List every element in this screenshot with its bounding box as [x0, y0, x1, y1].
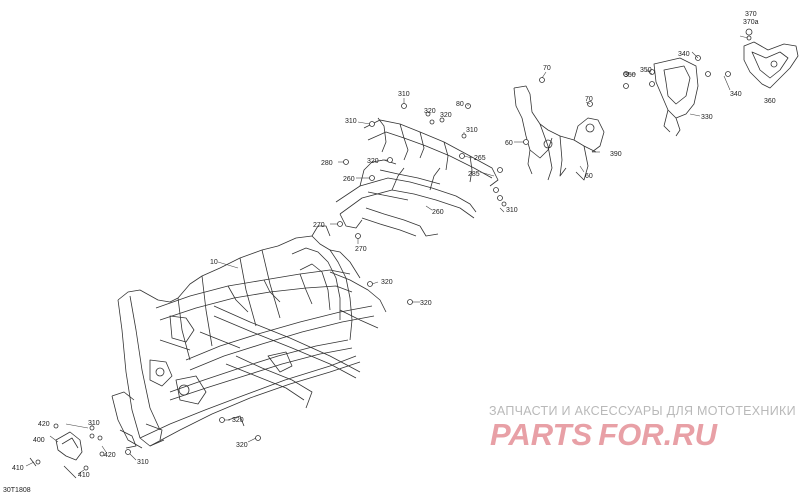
label-370a: 370a — [743, 19, 759, 26]
label-310-b: 310 — [345, 118, 357, 125]
watermark-caption: ЗАПЧАСТИ И АКСЕССУАРЫ ДЛЯ МОТОТЕХНИКИ — [489, 404, 796, 418]
sub-frame — [335, 117, 499, 237]
label-260-b: 260 — [432, 209, 444, 216]
label-310-f: 310 — [137, 459, 149, 466]
label-285: 285 — [468, 171, 480, 178]
bracket-360 — [743, 41, 799, 89]
label-320-b: 320 — [440, 112, 452, 119]
fasteners — [29, 28, 753, 479]
label-310-a: 310 — [398, 91, 410, 98]
label-340-top: 340 — [678, 51, 690, 58]
label-60-a: 60 — [505, 140, 513, 147]
plate-330 — [653, 57, 699, 137]
label-310-c: 310 — [466, 127, 478, 134]
label-60-b: 60 — [585, 173, 593, 180]
label-310-d: 310 — [506, 207, 518, 214]
label-420-b: 420 — [104, 452, 116, 459]
label-320-f: 320 — [232, 417, 244, 424]
label-320-g: 320 — [236, 442, 248, 449]
leader-lines — [25, 35, 749, 475]
label-270-a: 270 — [313, 222, 325, 229]
rear-bracket-390 — [513, 85, 605, 181]
label-350-a: 350 — [624, 72, 636, 79]
label-330: 330 — [701, 114, 713, 121]
bracket-400 — [55, 431, 83, 461]
label-340-right: 340 — [730, 91, 742, 98]
label-320-a: 320 — [424, 108, 436, 115]
label-350-b: 350 — [640, 67, 652, 74]
label-260-a: 260 — [343, 176, 355, 183]
label-320-d: 320 — [381, 279, 393, 286]
label-310-e: 310 — [88, 420, 100, 427]
label-70-b: 70 — [585, 96, 593, 103]
label-10: 10 — [210, 259, 218, 266]
main-frame — [111, 225, 387, 449]
label-400: 400 — [33, 437, 45, 444]
label-80: 80 — [456, 101, 464, 108]
label-320-c: 320 — [367, 158, 379, 165]
label-265: 265 — [474, 155, 486, 162]
label-370: 370 — [745, 11, 757, 18]
label-390: 390 — [610, 151, 622, 158]
label-270-b: 270 — [355, 246, 367, 253]
label-360: 360 — [764, 98, 776, 105]
diagram-reference-code: 30T1808 — [3, 487, 31, 494]
label-70-a: 70 — [543, 65, 551, 72]
part-labels: 370 370a 340 340 360 330 350 350 70 70 6… — [12, 11, 776, 479]
label-410-b: 410 — [78, 472, 90, 479]
label-280: 280 — [321, 160, 333, 167]
label-320-e: 320 — [420, 300, 432, 307]
label-410-a: 410 — [12, 465, 24, 472]
label-420-a: 420 — [38, 421, 50, 428]
